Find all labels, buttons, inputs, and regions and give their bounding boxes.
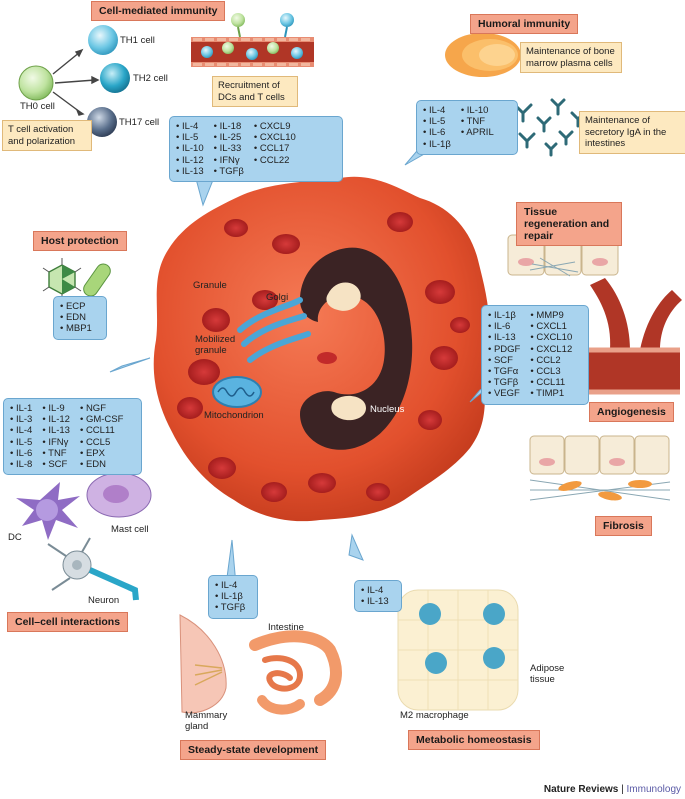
label-neuron: Neuron	[88, 595, 120, 606]
note-tcell-activation: T cell activation and polarization	[2, 120, 92, 151]
cytokine-col: IL-4IL-1βTGFβ	[215, 580, 245, 614]
note-iga: Maintenance of secretory IgA in the inte…	[579, 111, 685, 154]
cytokine-col: IL-1βIL-6IL-13PDGFSCFTGFαTGFβVEGF	[488, 310, 521, 400]
iga-molecules	[513, 98, 586, 157]
cytokine-col: IL-4IL-5IL-6IL-1β	[423, 105, 451, 150]
cytokine-box-repair: IL-1βIL-6IL-13PDGFSCFTGFαTGFβVEGF MMP9CX…	[481, 305, 589, 405]
label-m2-macrophage: M2 macrophage	[400, 710, 469, 721]
cytokine-col: IL-1IL-3IL-4IL-5IL-6IL-8	[10, 403, 32, 470]
th2-cell	[100, 63, 130, 93]
title-tissue-regeneration: Tissue regeneration and repair	[516, 202, 622, 246]
bacterium-icon	[83, 263, 111, 297]
label-golgi: Golgi	[266, 292, 289, 303]
cytokine-box-metabolic: IL-4IL-13	[354, 580, 402, 613]
mammary-gland-icon	[179, 614, 227, 714]
note-recruitment: Recruitment of DCs and T cells	[212, 76, 298, 107]
title-angiogenesis: Angiogenesis	[589, 402, 674, 422]
mast-cell-icon	[86, 472, 152, 518]
label-th2: TH2 cell	[133, 73, 168, 84]
intestine-icon	[249, 630, 342, 715]
cytokine-box-steady: IL-4IL-1βTGFβ	[208, 575, 258, 619]
label-th0: TH0 cell	[20, 101, 55, 112]
title-steady-state: Steady-state development	[180, 740, 327, 760]
label-mammary-gland: Mammary gland	[185, 710, 228, 732]
journal-credit: Nature Reviews | Immunology	[544, 784, 681, 795]
t-cell-arrows	[52, 48, 100, 116]
journal-name: Nature Reviews	[543, 784, 619, 795]
label-nucleus: Nucleus	[370, 404, 405, 415]
label-th17: TH17 cell	[119, 117, 160, 128]
adipose-tissue-graphic	[397, 589, 519, 711]
title-fibrosis: Fibrosis	[595, 516, 652, 536]
th17-cell	[87, 107, 117, 137]
title-cell-cell: Cell–cell interactions	[7, 612, 129, 632]
cytokine-col: NGFGM-CSFCCL11CCL5EPXEDN	[80, 403, 123, 470]
neuron-icon	[47, 537, 139, 601]
cytokine-col: CXCL9CXCL10CCL17CCL22	[254, 121, 296, 177]
footer-divider: |	[621, 784, 624, 795]
plasma-cell	[445, 33, 521, 77]
eosinophil-cell	[153, 176, 490, 522]
cytokine-box-host: ECPEDNMBP1	[53, 296, 107, 340]
cytokine-col: IL-10TNFAPRIL	[461, 105, 493, 150]
cytokine-box-cell-mediated: IL-4IL-5IL-10IL-12IL-13 IL-18IL-25IL-33I…	[169, 116, 343, 183]
journal-section: Immunology	[626, 784, 681, 795]
label-adipose-tissue: Adipose tissue	[530, 663, 565, 685]
label-th1: TH1 cell	[120, 35, 155, 46]
cytokine-col: IL-18IL-25IL-33IFNγTGFβ	[214, 121, 243, 177]
label-mobilized-granule: Mobilized granule	[195, 334, 236, 356]
cytokine-box-humoral: IL-4IL-5IL-6IL-1β IL-10TNFAPRIL	[416, 100, 518, 155]
cytokine-box-cell-cell: IL-1IL-3IL-4IL-5IL-6IL-8 IL-9IL-12IL-13I…	[3, 398, 142, 476]
cytokine-col: IL-9IL-12IL-13IFNγTNFSCF	[42, 403, 70, 470]
title-humoral: Humoral immunity	[470, 14, 579, 34]
label-mast-cell: Mast cell	[111, 524, 149, 535]
label-dc: DC	[8, 532, 22, 543]
title-metabolic: Metabolic homeostasis	[408, 730, 540, 750]
th0-cell	[18, 65, 54, 101]
cytokine-col: ECPEDNMBP1	[60, 301, 92, 335]
note-bone-marrow: Maintenance of bone marrow plasma cells	[520, 42, 622, 73]
cytokine-col: IL-4IL-13	[361, 585, 389, 607]
dendritic-cell-icon	[16, 482, 80, 540]
fibrosis-graphic	[529, 435, 671, 501]
cytokine-col: MMP9CXCL1CXCL10CXCL12CCL2CCL3CCL11TIMP1	[530, 310, 572, 400]
title-cell-mediated: Cell-mediated immunity	[91, 1, 226, 21]
label-granule: Granule	[193, 280, 227, 291]
th1-cell	[88, 25, 118, 55]
virus-icon	[42, 258, 82, 301]
cytokine-col: IL-4IL-5IL-10IL-12IL-13	[176, 121, 204, 177]
title-host-protection: Host protection	[33, 231, 127, 251]
label-intestine: Intestine	[268, 622, 304, 633]
label-mitochondrion: Mitochondrion	[204, 410, 264, 421]
blood-vessel-recruitment	[191, 13, 314, 67]
